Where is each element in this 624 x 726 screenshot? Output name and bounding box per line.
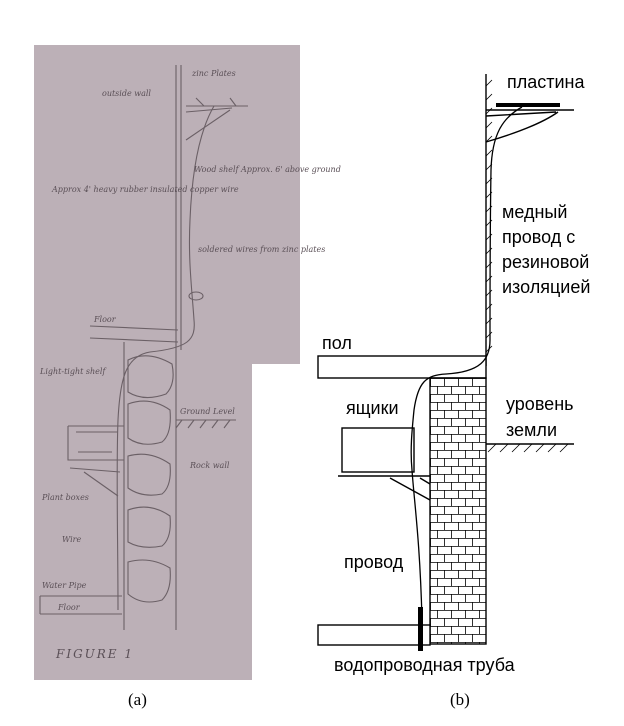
sketch-label-zinc-plates: zinc Plates bbox=[191, 69, 236, 78]
plate-bracket bbox=[485, 111, 559, 143]
sketch-label-outside-wall: outside wall bbox=[102, 89, 151, 98]
floor-slab bbox=[317, 355, 487, 379]
sketch-label-soldered-wires: soldered wires from zinc plates bbox=[198, 245, 325, 254]
sketch-plate-shelf bbox=[186, 97, 248, 107]
label-copper-wire-3: резиновой bbox=[502, 252, 589, 272]
pipe-clamp bbox=[418, 607, 423, 651]
sketch-plant-box bbox=[67, 425, 124, 497]
label-water-pipe: водопроводная труба bbox=[334, 655, 516, 675]
plant-box bbox=[341, 427, 415, 473]
sketch-label-wood-shelf: Wood shelf Approx. 6' above ground bbox=[194, 165, 341, 174]
label-ground-level-2: земли bbox=[506, 420, 557, 440]
label-copper-wire-1: медный bbox=[502, 202, 567, 222]
panel-a-photo: zinc Plates outside wall Approx 4' heavy… bbox=[34, 45, 341, 680]
sketch-label-wire: Wire bbox=[62, 535, 81, 544]
sketch-floor bbox=[89, 325, 179, 343]
sketch-label-copper-wire: Approx 4' heavy rubber insulated copper … bbox=[51, 185, 239, 194]
label-ground-level-1: уровень bbox=[506, 394, 574, 414]
sketch-label-floor: Floor bbox=[93, 315, 117, 324]
caption-a: (a) bbox=[128, 690, 147, 709]
ground-hatch bbox=[487, 443, 569, 453]
label-copper-wire-4: изоляцией bbox=[502, 277, 590, 297]
label-boxes: ящики bbox=[346, 398, 399, 418]
sketch-ground-level bbox=[175, 419, 236, 429]
sketch-label-plant-boxes: Plant boxes bbox=[41, 493, 89, 502]
water-pipe bbox=[317, 624, 431, 646]
sketch-water-pipe bbox=[39, 595, 122, 615]
panel-b-diagram: пластина медный провод с резиновой изоля… bbox=[317, 72, 590, 675]
sketch-bracket bbox=[185, 107, 233, 141]
sketch-label-ground-level: Ground Level bbox=[180, 407, 235, 416]
label-copper-wire-2: провод с bbox=[502, 227, 575, 247]
sketch-label-light-tight-shelf: Light-tight shelf bbox=[39, 367, 107, 376]
sketch-figure-label: FIGURE 1 bbox=[55, 647, 134, 661]
sketch-wall-line bbox=[175, 65, 182, 350]
label-floor: пол bbox=[322, 333, 352, 353]
label-wire: провод bbox=[344, 552, 404, 572]
label-plate: пластина bbox=[507, 72, 586, 92]
copper-wire bbox=[410, 106, 523, 621]
zinc-plate bbox=[496, 103, 560, 107]
brick-foundation bbox=[429, 377, 487, 645]
box-shelf-bracket bbox=[389, 477, 431, 501]
caption-b: (b) bbox=[450, 690, 470, 709]
sketch-label-water-pipe: Water Pipe bbox=[42, 581, 87, 590]
sketch-label-rock-wall: Rock wall bbox=[189, 461, 230, 470]
wall-hatch-upper bbox=[485, 79, 493, 353]
sketch-wire-loop bbox=[188, 291, 204, 301]
sketch-paper bbox=[34, 45, 300, 680]
sketch-label-floor-bottom: Floor bbox=[57, 603, 81, 612]
sketch-rock-wall bbox=[123, 342, 177, 630]
sketch-wire bbox=[116, 105, 215, 611]
